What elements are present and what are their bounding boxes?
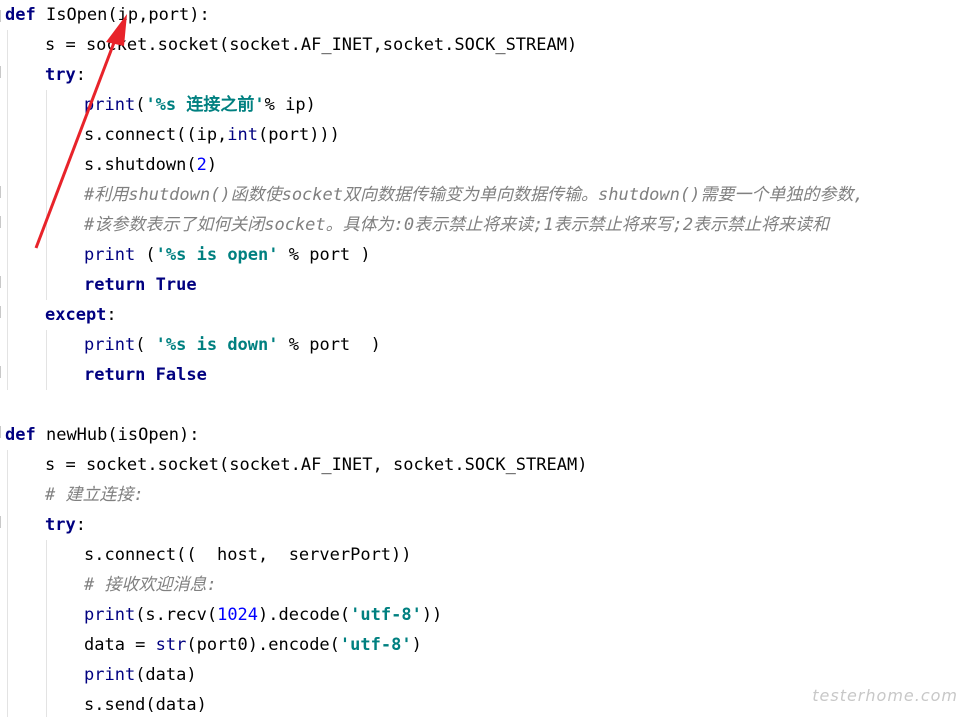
code-text: s.shutdown( xyxy=(84,155,197,175)
code-text: )) xyxy=(421,605,443,625)
code-line-13[interactable]: return False xyxy=(84,360,207,390)
code-text: ).decode( xyxy=(258,605,351,625)
indent-guide xyxy=(7,450,8,717)
function-params: (isOpen): xyxy=(107,425,200,445)
code-line-6[interactable]: s.shutdown(2) xyxy=(84,150,217,180)
comment: #该参数表示了如何关闭socket。具体为:0表示禁止将来读;1表示禁止将来写;… xyxy=(84,215,830,235)
builtin-print: print xyxy=(84,335,136,355)
fold-marker[interactable] xyxy=(0,186,1,198)
code-line-9[interactable]: print ('%s is open' % port ) xyxy=(84,245,371,265)
code-line-23[interactable]: s.send(data) xyxy=(84,690,207,717)
comment: # 接收欢迎消息: xyxy=(84,575,217,595)
code-text: s = socket.socket(socket.AF_INET, socket… xyxy=(45,455,588,475)
fold-marker[interactable] xyxy=(0,516,1,528)
code-line-14[interactable]: def newHub(isOpen): xyxy=(5,420,200,450)
keyword-try: try xyxy=(45,65,76,85)
code-line-7[interactable]: #利用shutdown()函数使socket双向数据传输变为单向数据传输。shu… xyxy=(84,180,864,210)
builtin-print: print xyxy=(84,605,136,625)
indent-guide xyxy=(46,90,47,300)
code-text: data = xyxy=(84,635,156,655)
code-line-2[interactable]: s = socket.socket(socket.AF_INET,socket.… xyxy=(45,30,577,60)
keyword-try: try xyxy=(45,515,76,535)
code-text: ) xyxy=(206,155,218,175)
indent-guide xyxy=(7,30,8,390)
keyword-def: def xyxy=(5,425,36,445)
code-line-3[interactable]: try: xyxy=(45,60,86,90)
code-line-8[interactable]: #该参数表示了如何关闭socket。具体为:0表示禁止将来读;1表示禁止将来写;… xyxy=(84,210,829,240)
number-literal: 1024 xyxy=(217,605,259,625)
code-line-12[interactable]: print( '%s is down' % port ) xyxy=(84,335,381,355)
indent-guide xyxy=(46,330,47,390)
code-line-15[interactable]: s = socket.socket(socket.AF_INET, socket… xyxy=(45,450,587,480)
fold-marker[interactable] xyxy=(0,66,1,78)
code-line-10[interactable]: return True xyxy=(84,270,197,300)
keyword-def: def xyxy=(5,5,36,25)
code-line-11[interactable]: except: xyxy=(45,300,117,330)
builtin-str: str xyxy=(155,635,187,655)
string-literal: 'utf-8' xyxy=(339,635,412,655)
number-literal: 2 xyxy=(196,155,207,175)
code-line-21[interactable]: data = str(port0).encode('utf-8') xyxy=(84,630,422,660)
keyword-return: return xyxy=(84,275,146,295)
code-line-1[interactable]: def IsOpen(ip,port): xyxy=(5,0,210,30)
code-line-4[interactable]: print('%s 连接之前'% ip) xyxy=(84,95,316,115)
colon: : xyxy=(106,305,117,325)
string-literal: '%s 连接之前' xyxy=(145,95,265,115)
code-line-5[interactable]: s.connect((ip,int(port))) xyxy=(84,120,340,150)
fold-marker[interactable] xyxy=(0,10,1,22)
keyword-except: except xyxy=(45,305,107,325)
code-line-19[interactable]: # 接收欢迎消息: xyxy=(84,570,217,600)
code-text: (s.recv( xyxy=(135,605,218,625)
watermark: testerhome.com xyxy=(812,686,958,705)
code-text: % port ) xyxy=(288,335,381,355)
code-text: ) xyxy=(411,635,422,655)
string-literal: '%s is down' xyxy=(155,335,279,355)
code-line-16[interactable]: # 建立连接: xyxy=(45,480,144,510)
function-name: IsOpen xyxy=(45,5,108,25)
comment: #利用shutdown()函数使socket双向数据传输变为单向数据传输。shu… xyxy=(84,185,864,205)
string-literal: 'utf-8' xyxy=(350,605,422,625)
fold-marker[interactable] xyxy=(0,306,1,318)
code-text: s = socket.socket(socket.AF_INET,socket.… xyxy=(45,35,578,55)
fold-marker[interactable] xyxy=(0,366,1,378)
builtin-print: print xyxy=(84,245,136,265)
builtin-int: int xyxy=(227,125,259,145)
fold-marker[interactable] xyxy=(0,216,1,228)
code-text: s.connect(( host, serverPort)) xyxy=(84,545,412,565)
comment: # 建立连接: xyxy=(45,485,144,505)
string-literal: '%s is open' xyxy=(155,245,279,265)
keyword-return: return xyxy=(84,365,146,385)
code-text: s.connect((ip, xyxy=(84,125,228,145)
code-text: % ip) xyxy=(264,95,316,115)
function-params: (ip,port): xyxy=(107,5,210,25)
code-text: (port0).encode( xyxy=(186,635,340,655)
function-name: newHub xyxy=(45,425,108,445)
builtin-print: print xyxy=(84,95,136,115)
colon: : xyxy=(75,515,86,535)
code-line-18[interactable]: s.connect(( host, serverPort)) xyxy=(84,540,412,570)
code-text: (data) xyxy=(135,665,197,685)
indent-guide xyxy=(46,540,47,717)
code-text: (port))) xyxy=(258,125,340,145)
fold-marker[interactable] xyxy=(0,276,1,288)
fold-marker[interactable] xyxy=(0,426,1,438)
keyword-false: False xyxy=(155,365,207,385)
code-line-17[interactable]: try: xyxy=(45,510,86,540)
builtin-print: print xyxy=(84,665,136,685)
code-text: s.send(data) xyxy=(84,695,207,715)
keyword-true: True xyxy=(155,275,197,295)
code-text: % port ) xyxy=(288,245,371,265)
code-line-22[interactable]: print(data) xyxy=(84,660,197,690)
colon: : xyxy=(75,65,86,85)
code-line-20[interactable]: print(s.recv(1024).decode('utf-8')) xyxy=(84,600,442,630)
